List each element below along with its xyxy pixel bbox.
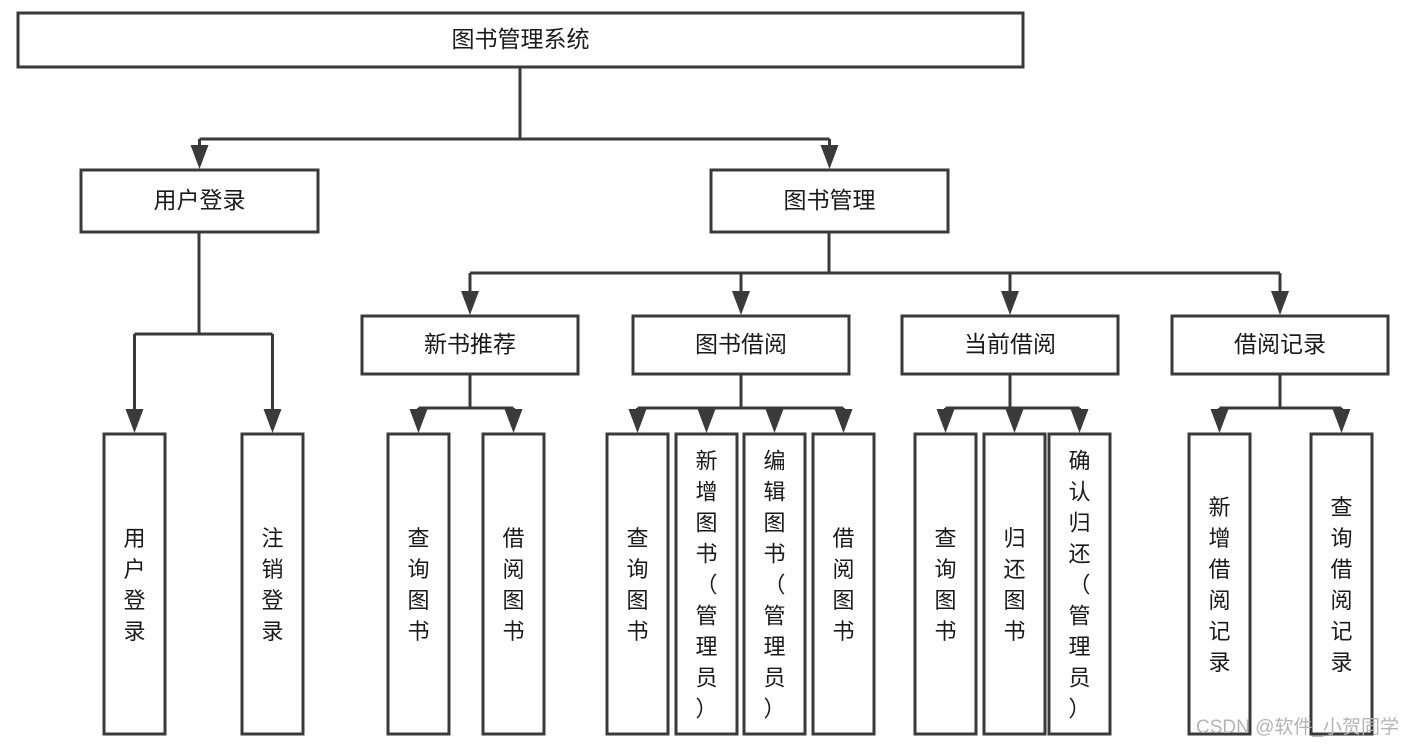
connector-layer xyxy=(125,67,1351,433)
node-label-book-manage: 图书管理 xyxy=(784,187,876,213)
node-label-leaf-query-book-1: 查询图书 xyxy=(407,526,429,644)
node-leaf-query-book-3[interactable]: 查询图书 xyxy=(913,432,978,736)
node-box-borrow-record[interactable] xyxy=(1170,314,1390,376)
node-label-leaf-add-record: 新增借阅记录 xyxy=(1208,495,1230,675)
node-label-leaf-borrow-book-1: 借阅图书 xyxy=(502,526,524,644)
connector-root xyxy=(190,67,839,169)
node-current-borrow[interactable]: 当前借阅 xyxy=(900,314,1120,376)
connector-borrow-record xyxy=(1210,374,1351,433)
connector-user-login xyxy=(125,232,282,433)
node-layer: 图书管理系统用户登录图书管理新书推荐图书借阅当前借阅借阅记录用户登录注销登录查询… xyxy=(16,11,1390,736)
node-new-book-rec[interactable]: 新书推荐 xyxy=(360,314,580,376)
node-label-leaf-confirm-return: 确认归还（管理员） xyxy=(1068,449,1090,722)
node-box-leaf-return-book[interactable] xyxy=(982,432,1047,736)
node-label-current-borrow: 当前借阅 xyxy=(964,331,1056,357)
node-label-leaf-user-logout: 注销登录 xyxy=(261,526,283,644)
node-leaf-return-book[interactable]: 归还图书 xyxy=(982,432,1047,736)
node-box-leaf-user-logout[interactable] xyxy=(240,432,305,736)
node-box-leaf-add-book[interactable] xyxy=(674,432,739,736)
node-leaf-query-record[interactable]: 查询借阅记录 xyxy=(1309,432,1374,736)
node-label-root: 图书管理系统 xyxy=(452,26,590,52)
node-book-manage[interactable]: 图书管理 xyxy=(709,168,950,234)
node-box-leaf-borrow-book-1[interactable] xyxy=(481,432,546,736)
node-label-leaf-return-book: 归还图书 xyxy=(1003,526,1025,644)
node-root[interactable]: 图书管理系统 xyxy=(16,11,1025,69)
node-label-user-login: 用户登录 xyxy=(154,187,246,213)
node-label-book-borrow: 图书借阅 xyxy=(695,331,787,357)
node-label-leaf-query-book-3: 查询图书 xyxy=(934,526,956,644)
node-label-leaf-borrow-book-2: 借阅图书 xyxy=(832,526,854,644)
node-label-leaf-query-record: 查询借阅记录 xyxy=(1330,495,1352,675)
node-box-book-manage[interactable] xyxy=(709,168,950,234)
node-box-new-book-rec[interactable] xyxy=(360,314,580,376)
node-leaf-edit-book[interactable]: 编辑图书（管理员） xyxy=(742,432,807,736)
node-box-current-borrow[interactable] xyxy=(900,314,1120,376)
node-leaf-confirm-return[interactable]: 确认归还（管理员） xyxy=(1047,432,1112,736)
node-leaf-user-logout[interactable]: 注销登录 xyxy=(240,432,305,736)
node-leaf-borrow-book-2[interactable]: 借阅图书 xyxy=(811,432,876,736)
node-leaf-query-book-2[interactable]: 查询图书 xyxy=(605,432,670,736)
node-leaf-query-book-1[interactable]: 查询图书 xyxy=(386,432,451,736)
connector-new-book-rec xyxy=(409,374,523,433)
node-book-borrow[interactable]: 图书借阅 xyxy=(631,314,851,376)
node-label-new-book-rec: 新书推荐 xyxy=(424,331,516,357)
node-label-leaf-user-login: 用户登录 xyxy=(123,526,145,644)
node-box-leaf-confirm-return[interactable] xyxy=(1047,432,1112,736)
connector-book-manage xyxy=(461,232,1289,315)
node-label-leaf-add-book: 新增图书（管理员） xyxy=(695,449,717,722)
watermark-label: CSDN @软件_小贺同学 xyxy=(1196,716,1399,738)
connector-current-borrow xyxy=(936,374,1089,433)
node-box-leaf-query-book-1[interactable] xyxy=(386,432,451,736)
node-leaf-add-book[interactable]: 新增图书（管理员） xyxy=(674,432,739,736)
node-leaf-borrow-book-1[interactable]: 借阅图书 xyxy=(481,432,546,736)
node-box-leaf-query-record[interactable] xyxy=(1309,432,1374,736)
node-leaf-add-record[interactable]: 新增借阅记录 xyxy=(1187,432,1252,736)
node-label-borrow-record: 借阅记录 xyxy=(1234,331,1326,357)
node-box-leaf-edit-book[interactable] xyxy=(742,432,807,736)
node-box-leaf-user-login[interactable] xyxy=(102,432,167,736)
node-box-user-login[interactable] xyxy=(79,168,320,234)
node-leaf-user-login[interactable]: 用户登录 xyxy=(102,432,167,736)
node-box-root[interactable] xyxy=(16,11,1025,69)
node-label-leaf-edit-book: 编辑图书（管理员） xyxy=(763,449,785,722)
node-box-leaf-query-book-2[interactable] xyxy=(605,432,670,736)
connector-book-borrow xyxy=(628,374,853,433)
node-user-login[interactable]: 用户登录 xyxy=(79,168,320,234)
node-box-leaf-query-book-3[interactable] xyxy=(913,432,978,736)
node-box-leaf-borrow-book-2[interactable] xyxy=(811,432,876,736)
node-box-leaf-add-record[interactable] xyxy=(1187,432,1252,736)
node-label-leaf-query-book-2: 查询图书 xyxy=(626,526,648,644)
node-borrow-record[interactable]: 借阅记录 xyxy=(1170,314,1390,376)
node-box-book-borrow[interactable] xyxy=(631,314,851,376)
